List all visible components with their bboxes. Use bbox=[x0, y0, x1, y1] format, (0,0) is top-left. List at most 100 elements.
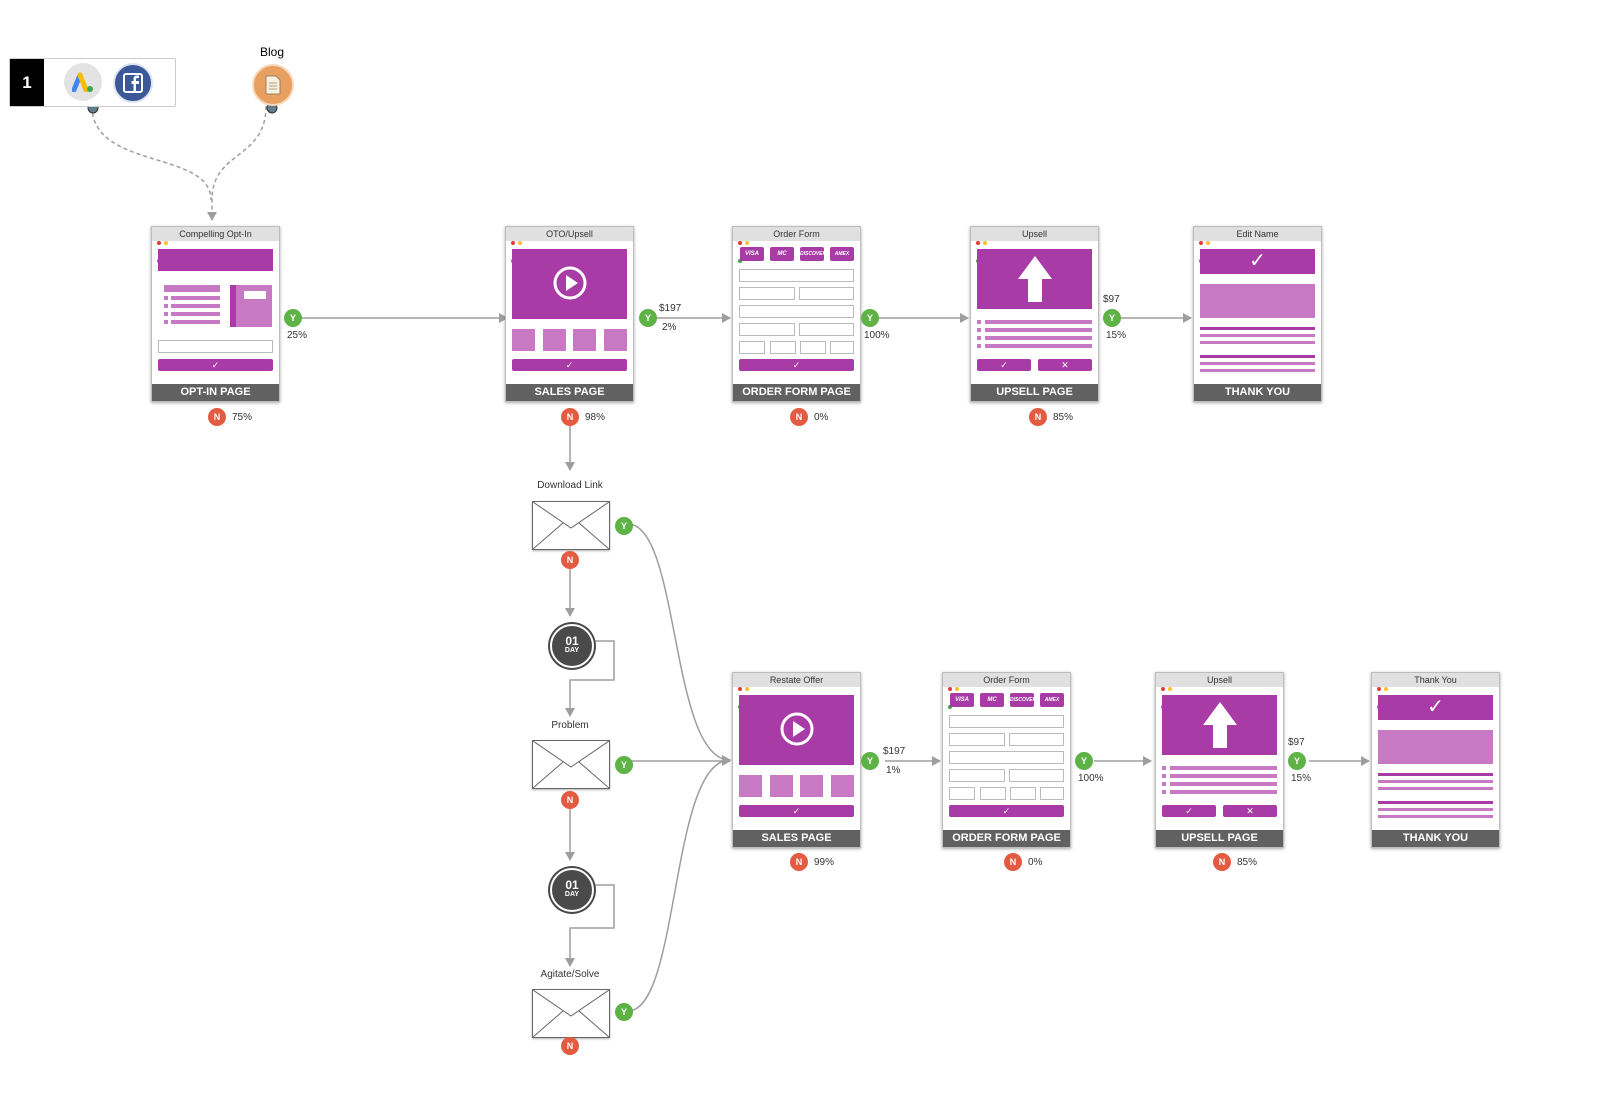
play-icon bbox=[553, 266, 587, 300]
sales-page-node[interactable]: OTO/Upsell ✓ SALES PAGE bbox=[505, 226, 634, 402]
no-badge[interactable]: N bbox=[790, 853, 808, 871]
no-badge[interactable]: N bbox=[561, 1037, 579, 1055]
no-percent: 98% bbox=[585, 412, 606, 423]
page-thumbnail: ✓ ✕ bbox=[971, 241, 1098, 384]
yes-badge[interactable]: Y bbox=[1103, 309, 1121, 327]
page-thumbnail: ✓ bbox=[1194, 241, 1321, 384]
yes-badge[interactable]: Y bbox=[1075, 752, 1093, 770]
timer-unit: DAY bbox=[564, 891, 580, 898]
page-thumbnail: VISA MC DISCOVER AMEX ✓ bbox=[943, 687, 1070, 830]
check-icon: ✓ bbox=[1200, 249, 1315, 274]
yes-badge[interactable]: Y bbox=[861, 752, 879, 770]
arrow-up-icon bbox=[1203, 702, 1237, 748]
yes-percent: 100% bbox=[1078, 773, 1104, 784]
yes-percent: 1% bbox=[886, 765, 901, 776]
discover-icon: DISCOVER bbox=[800, 247, 826, 261]
window-dots bbox=[738, 232, 758, 263]
play-icon bbox=[780, 712, 814, 746]
yes-badge[interactable]: Y bbox=[639, 309, 657, 327]
sales-page-node[interactable]: Restate Offer ✓ SALES PAGE bbox=[732, 672, 861, 848]
email-label: Download Link bbox=[537, 480, 603, 491]
upsell-page-node[interactable]: Upsell ✓ ✕ UPSELL PAGE bbox=[1155, 672, 1284, 848]
no-percent: 0% bbox=[1028, 857, 1043, 868]
window-dots bbox=[976, 232, 996, 263]
yes-percent: 25% bbox=[287, 330, 308, 341]
optin-page-node[interactable]: Compelling Opt-In ✓ OPT-IN PAGE bbox=[151, 226, 280, 402]
yes-percent: 15% bbox=[1291, 773, 1312, 784]
price: $97 bbox=[1288, 737, 1305, 748]
yes-percent: 15% bbox=[1106, 330, 1127, 341]
page-title: Edit Name bbox=[1194, 227, 1321, 241]
visa-icon: VISA bbox=[950, 693, 974, 707]
yes-percent: 100% bbox=[864, 330, 890, 341]
blog-document-icon[interactable] bbox=[252, 64, 294, 106]
page-title: Order Form bbox=[943, 673, 1070, 687]
page-type-label: UPSELL PAGE bbox=[1156, 830, 1283, 847]
no-badge[interactable]: N bbox=[208, 408, 226, 426]
amex-icon: AMEX bbox=[1040, 693, 1064, 707]
mastercard-icon: MC bbox=[980, 693, 1004, 707]
no-badge[interactable]: N bbox=[1029, 408, 1047, 426]
window-dots bbox=[1199, 232, 1219, 263]
wait-timer-icon[interactable]: 01 DAY bbox=[550, 624, 594, 668]
adwords-icon[interactable] bbox=[64, 63, 102, 101]
no-badge[interactable]: N bbox=[1213, 853, 1231, 871]
page-title: Order Form bbox=[733, 227, 860, 241]
email-envelope-icon[interactable] bbox=[532, 740, 610, 789]
email-label: Agitate/Solve bbox=[540, 969, 600, 980]
yes-badge[interactable]: Y bbox=[615, 756, 633, 774]
page-title: Upsell bbox=[971, 227, 1098, 241]
yes-percent: 2% bbox=[662, 322, 677, 333]
no-percent: 99% bbox=[814, 857, 835, 868]
no-badge[interactable]: N bbox=[561, 408, 579, 426]
page-type-label: SALES PAGE bbox=[733, 830, 860, 847]
page-type-label: THANK YOU bbox=[1194, 384, 1321, 401]
page-type-label: UPSELL PAGE bbox=[971, 384, 1098, 401]
page-title: Upsell bbox=[1156, 673, 1283, 687]
timer-count: 01 bbox=[565, 878, 579, 892]
price: $97 bbox=[1103, 294, 1120, 305]
no-badge[interactable]: N bbox=[1004, 853, 1022, 871]
window-dots bbox=[948, 678, 968, 709]
email-envelope-icon[interactable] bbox=[532, 501, 610, 550]
thank-you-page-node[interactable]: Edit Name ✓ THANK YOU bbox=[1193, 226, 1322, 402]
source-group-number: 1 bbox=[10, 59, 44, 106]
page-type-label: OPT-IN PAGE bbox=[152, 384, 279, 401]
thank-you-page-node[interactable]: Thank You ✓ THANK YOU bbox=[1371, 672, 1500, 848]
upsell-page-node[interactable]: Upsell ✓ ✕ UPSELL PAGE bbox=[970, 226, 1099, 402]
yes-badge[interactable]: Y bbox=[284, 309, 302, 327]
window-dots bbox=[511, 232, 531, 263]
check-icon: ✓ bbox=[1378, 695, 1493, 720]
page-thumbnail: VISA MC DISCOVER AMEX ✓ bbox=[733, 241, 860, 384]
no-badge[interactable]: N bbox=[790, 408, 808, 426]
visa-icon: VISA bbox=[740, 247, 764, 261]
page-thumbnail: ✓ bbox=[152, 241, 279, 384]
no-badge[interactable]: N bbox=[561, 791, 579, 809]
yes-badge[interactable]: Y bbox=[615, 1003, 633, 1021]
window-dots bbox=[157, 232, 177, 263]
wait-timer-icon[interactable]: 01 DAY bbox=[550, 868, 594, 912]
traffic-source-group[interactable]: 1 bbox=[9, 58, 176, 107]
yes-badge[interactable]: Y bbox=[615, 517, 633, 535]
page-type-label: ORDER FORM PAGE bbox=[733, 384, 860, 401]
price: $197 bbox=[659, 303, 682, 314]
page-title: OTO/Upsell bbox=[506, 227, 633, 241]
order-form-page-node[interactable]: Order Form VISA MC DISCOVER AMEX ✓ ORDER… bbox=[732, 226, 861, 402]
page-type-label: SALES PAGE bbox=[506, 384, 633, 401]
page-thumbnail: ✓ bbox=[506, 241, 633, 384]
no-badge[interactable]: N bbox=[561, 551, 579, 569]
blog-label: Blog bbox=[259, 45, 285, 59]
email-label: Problem bbox=[551, 720, 589, 731]
yes-badge[interactable]: Y bbox=[1288, 752, 1306, 770]
no-percent: 0% bbox=[814, 412, 829, 423]
email-envelope-icon[interactable] bbox=[532, 989, 610, 1038]
page-type-label: ORDER FORM PAGE bbox=[943, 830, 1070, 847]
page-title: Thank You bbox=[1372, 673, 1499, 687]
no-percent: 85% bbox=[1237, 857, 1258, 868]
order-form-page-node[interactable]: Order Form VISA MC DISCOVER AMEX ✓ ORDER… bbox=[942, 672, 1071, 848]
facebook-icon[interactable] bbox=[113, 63, 153, 103]
yes-badge[interactable]: Y bbox=[861, 309, 879, 327]
page-title: Restate Offer bbox=[733, 673, 860, 687]
page-thumbnail: ✓ bbox=[733, 687, 860, 830]
